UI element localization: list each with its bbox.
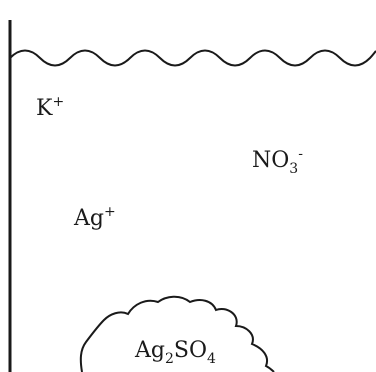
potassium-charge: +	[52, 94, 65, 110]
precipitate-subscript2: 4	[207, 351, 216, 367]
silver-charge: +	[103, 204, 116, 220]
liquid-surface-wave	[9, 49, 376, 67]
precipitate-subscript1: 2	[164, 351, 174, 367]
nitrate-charge: -	[298, 146, 303, 162]
nitrate-subscript: 3	[289, 161, 299, 177]
potassium-ion-label: K+	[36, 95, 64, 121]
precipitate-part2: SO	[173, 338, 208, 363]
silver-ion-label: Ag+	[74, 205, 116, 231]
nitrate-symbol: NO	[252, 148, 290, 173]
silver-symbol: Ag	[74, 206, 104, 231]
potassium-symbol: K	[36, 96, 53, 121]
precipitate-outline	[79, 295, 275, 372]
precipitate-part1: Ag	[135, 338, 165, 363]
nitrate-ion-label: NO3-	[252, 147, 303, 176]
precipitate-label: Ag2SO4	[135, 338, 216, 367]
